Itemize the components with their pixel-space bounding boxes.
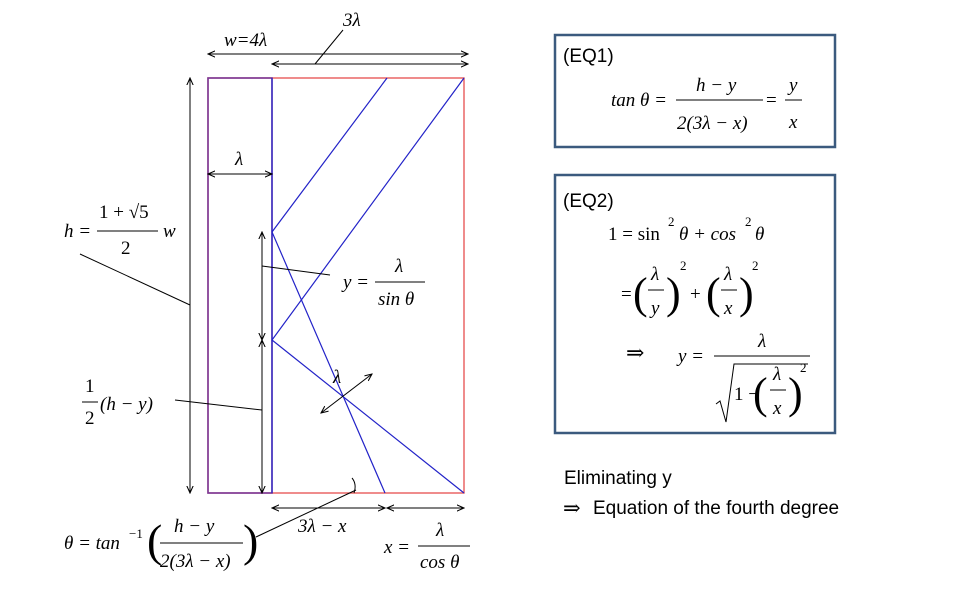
rectangle-figure bbox=[207, 77, 465, 494]
half-denominator: 2 bbox=[85, 408, 95, 429]
dimension-arrows bbox=[79, 29, 468, 538]
theta-left-paren: ( bbox=[147, 515, 162, 566]
three-lambda-minus-x-label: 3λ − x bbox=[297, 516, 347, 537]
eq2-sqrt-sign bbox=[715, 363, 808, 423]
eq1-label: (EQ1) bbox=[563, 46, 614, 67]
x-denominator: cos θ bbox=[420, 552, 459, 573]
three-lambda-label: 3λ bbox=[342, 10, 361, 31]
eq1-equals: = bbox=[766, 90, 777, 111]
h-lhs: h = bbox=[64, 221, 91, 242]
eq2-sq1: 2 bbox=[680, 258, 687, 273]
conclusion: Eliminating y ⇒ Equation of the fourth d… bbox=[563, 468, 839, 520]
x-numerator: λ bbox=[435, 520, 444, 541]
eq2-result-num: λ bbox=[757, 331, 766, 352]
diagram-labels: w=4λ 3λ λ h = 1 + √5 2 w y = λ sin θ 1 2… bbox=[64, 10, 470, 573]
eq2-border bbox=[553, 173, 837, 435]
h-denominator: 2 bbox=[121, 238, 131, 259]
theta-denominator: 2(3λ − x) bbox=[160, 551, 231, 572]
width-label: w=4λ bbox=[224, 30, 267, 51]
eq2-box: (EQ2) 1 = sin 2 θ + cos 2 θ = ( λ y ) 2 … bbox=[553, 173, 837, 435]
theta-arc bbox=[351, 477, 356, 494]
eq1-numerator: h − y bbox=[696, 75, 737, 96]
theta-superscript: −1 bbox=[129, 526, 143, 541]
conclusion-line1: Eliminating y bbox=[564, 468, 672, 489]
half-expression: (h − y) bbox=[100, 394, 153, 415]
theta-leader bbox=[255, 489, 357, 538]
eq2-paren-r3: ) bbox=[788, 369, 803, 418]
eq2-paren-r1: ) bbox=[666, 269, 681, 318]
diagonal-lambda-label: λ bbox=[332, 367, 341, 388]
eq2-paren-r2: ) bbox=[739, 269, 754, 318]
eq2-inner-num: λ bbox=[772, 364, 781, 385]
eq2-paren-l1: ( bbox=[633, 269, 648, 318]
eq2-plus: + bbox=[690, 284, 701, 305]
theta-right-paren: ) bbox=[243, 515, 258, 566]
eq1-lhs: tan θ = bbox=[611, 90, 667, 111]
eq2-lam-x-den: x bbox=[723, 298, 733, 319]
h-numerator: 1 + √5 bbox=[99, 202, 149, 223]
conclusion-line2: Equation of the fourth degree bbox=[593, 498, 839, 519]
eq2-line2-eq: = bbox=[621, 284, 632, 305]
y-numerator: λ bbox=[394, 256, 403, 277]
eq2-sq3: 2 bbox=[800, 360, 807, 375]
eq2-inner-den: x bbox=[772, 398, 782, 419]
eq2-implies: ⇒ bbox=[626, 340, 644, 365]
eq2-lam-y-num: λ bbox=[650, 264, 659, 285]
half-numerator: 1 bbox=[85, 376, 95, 397]
eq2-sq2: 2 bbox=[752, 258, 759, 273]
diagonal-lambda-arrow bbox=[321, 374, 372, 413]
theta-lhs: θ = tan bbox=[64, 533, 120, 554]
half-leader bbox=[174, 399, 263, 411]
eq2-theta2: θ bbox=[755, 224, 764, 245]
y-denominator: sin θ bbox=[378, 289, 414, 310]
theta-numerator: h − y bbox=[174, 516, 215, 537]
eq1-border bbox=[553, 33, 837, 149]
eq2-theta-cos: θ + cos bbox=[679, 224, 736, 245]
eq1-box: (EQ1) tan θ = h − y 2(3λ − x) = y x bbox=[553, 33, 837, 149]
three-lambda-leader bbox=[314, 29, 344, 65]
lambda-label: λ bbox=[234, 149, 243, 170]
y-lhs: y = bbox=[341, 272, 369, 293]
eq2-paren-l3: ( bbox=[753, 369, 768, 418]
eq2-line1-start: 1 = sin bbox=[608, 224, 660, 245]
x-lhs: x = bbox=[383, 537, 410, 558]
eq2-paren-l2: ( bbox=[706, 269, 721, 318]
eq1-numerator2: y bbox=[787, 75, 798, 96]
eq2-y-lhs: y = bbox=[676, 346, 704, 367]
lower-zigzag-path bbox=[271, 77, 465, 494]
eq2-lam-y-den: y bbox=[649, 298, 660, 319]
h-w: w bbox=[163, 221, 176, 242]
height-leader bbox=[79, 253, 191, 306]
eq2-cos-sq: 2 bbox=[745, 214, 752, 229]
eq1-denominator: 2(3λ − x) bbox=[677, 113, 748, 134]
eq2-lam-x-num: λ bbox=[723, 264, 732, 285]
conclusion-implies: ⇒ bbox=[563, 496, 581, 520]
eq2-sin-sq: 2 bbox=[668, 214, 675, 229]
outer-rectangle bbox=[207, 77, 465, 494]
eq1-denominator2: x bbox=[788, 112, 798, 133]
eq2-one-minus: 1 − bbox=[734, 384, 759, 405]
eq2-label: (EQ2) bbox=[563, 191, 614, 212]
upper-zigzag-path bbox=[271, 77, 388, 494]
y-leader bbox=[261, 265, 331, 276]
